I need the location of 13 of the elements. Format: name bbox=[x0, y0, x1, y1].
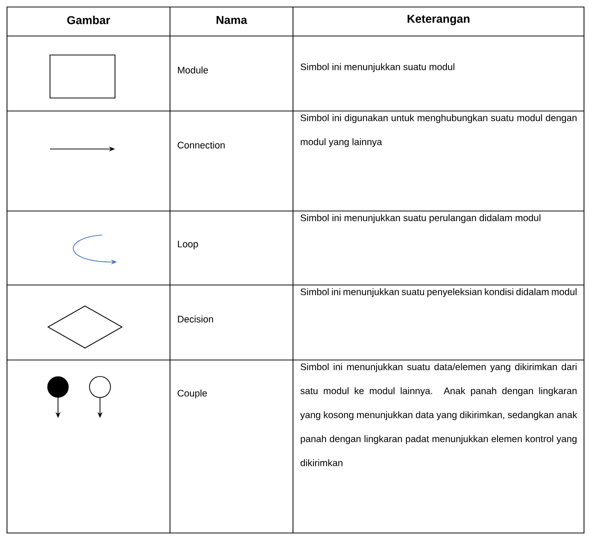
symbol-name: Couple bbox=[178, 390, 207, 398]
symbol-name: Connection bbox=[178, 142, 225, 148]
symbol-description: Simbol ini menunjukkan suatu penyeleksian kondisi didalam modul bbox=[300, 288, 576, 298]
symbol-description: Simbol ini menunjukkan suatu perulangan didalam modul bbox=[300, 214, 540, 224]
symbol-name: Decision bbox=[178, 316, 214, 322]
column-header: Gambar bbox=[67, 16, 110, 24]
symbol-description: Simbol ini menunjukkan suatu modul bbox=[300, 63, 454, 72]
column-header: Keterangan bbox=[408, 14, 470, 26]
column-header: Nama bbox=[216, 16, 248, 24]
symbol-name: Loop bbox=[178, 240, 198, 250]
symbol-description: Simbol ini digunakan untuk menghubungkan suatu modul dengan modul yang lainnya bbox=[300, 114, 577, 148]
symbol-description: Simbol ini menunjukkan suatu data/elemen yang dikirimkan dari satu modul ke modul lainnya. Anak panah dengan lingkaran yang kosong menunjukkan data yang dikirimkan, sedangkan anak panah dengan lingkaran padat menunjukkan elemen kontrol yang dikirimkan bbox=[300, 363, 578, 466]
symbol-name: Module bbox=[178, 66, 208, 74]
